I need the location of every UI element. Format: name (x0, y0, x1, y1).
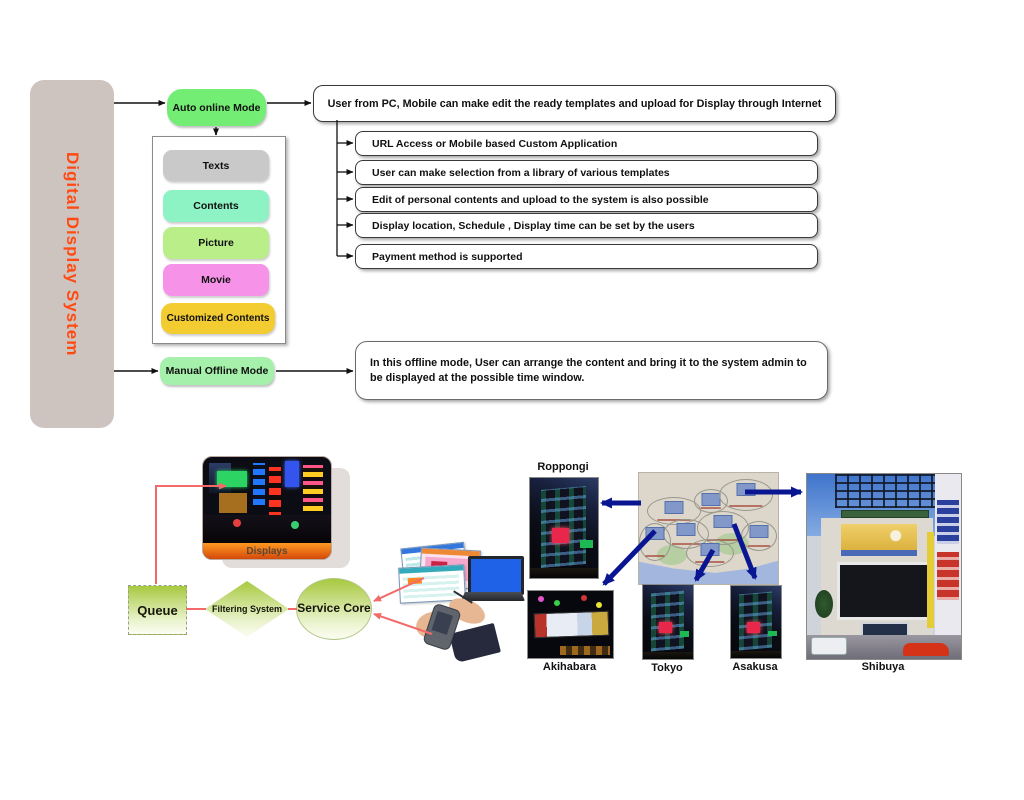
neon-sign-blue2 (285, 461, 299, 487)
zone-label-mark (707, 539, 739, 541)
zone-marker (701, 493, 721, 506)
content-type-contents: Contents (163, 190, 269, 222)
content-type-picture: Picture (163, 227, 269, 259)
tokyo-zone-map (638, 472, 779, 585)
manual-mode-summary-box: In this offline mode, User can arrange t… (355, 341, 828, 400)
bright-billboard (533, 611, 610, 639)
building-facade (540, 486, 586, 568)
zone-label-mark (700, 507, 722, 509)
red-led-screen (551, 528, 570, 543)
zone-marker (736, 483, 756, 496)
zone-label-mark (645, 555, 665, 557)
map-zone (639, 523, 671, 561)
zone-marker (713, 515, 733, 528)
laptop-base (461, 592, 525, 601)
zone-label-mark (695, 561, 725, 563)
red-vertical-sign (937, 552, 959, 600)
street-light-green (291, 521, 299, 529)
displays-photo: Displays (202, 456, 332, 560)
rooftop-scaffold (835, 474, 935, 508)
red-led-screen (747, 622, 760, 633)
zone-marker (749, 525, 769, 538)
neon-sign-green (217, 471, 247, 487)
akihabara-photo (527, 590, 614, 659)
asakusa-label: Asakusa (732, 661, 778, 673)
shibuya-label: Shibuya (861, 661, 905, 673)
auto-online-mode-node: Auto online Mode (167, 89, 266, 126)
digital-display-system-bar: Digital Display System (30, 80, 114, 428)
light-dot-green (553, 600, 560, 607)
zone-marker (645, 527, 665, 540)
yellow-banner (841, 524, 917, 550)
blue-vertical-sign (937, 500, 959, 544)
content-type-customized: Customized Contents (161, 303, 275, 334)
manual-offline-mode-node: Manual Offline Mode (160, 357, 274, 385)
side-signs-column (935, 474, 961, 636)
shibuya-photo (806, 473, 962, 660)
system-title: Digital Display System (63, 151, 82, 357)
tokyo-photo (642, 584, 694, 660)
auto-mode-summary-box: User from PC, Mobile can make edit the r… (313, 85, 836, 122)
street-base (731, 650, 781, 658)
large-display-screen (837, 562, 931, 620)
green-sign (580, 540, 593, 548)
zone-label-mark (671, 543, 701, 545)
filtering-system-node: Filtering System (205, 581, 289, 637)
light-dot-yellow (596, 601, 602, 608)
green-sign (768, 630, 777, 637)
browser-titlebar (399, 565, 464, 574)
green-sign (680, 630, 689, 637)
feature-url-access: URL Access or Mobile based Custom Applic… (355, 131, 818, 156)
neon-sign-mixed (303, 465, 323, 511)
yellow-vertical-sign (927, 532, 934, 628)
tokyo-label: Tokyo (651, 662, 683, 674)
browser-content-orange (407, 577, 422, 585)
suit-sleeve (449, 622, 501, 664)
red-car (903, 643, 949, 656)
roppongi-label: Roppongi (537, 461, 589, 473)
displays-caption: Displays (203, 543, 331, 559)
neon-sign-red (269, 467, 281, 519)
content-type-movie: Movie (163, 264, 269, 296)
street-base (643, 651, 693, 659)
street-light-red (233, 519, 241, 527)
feature-display-schedule: Display location, Schedule , Display tim… (355, 213, 818, 238)
red-led-screen (659, 622, 672, 634)
blue-banner-strip (841, 550, 917, 556)
akihabara-label: Akihabara (542, 661, 597, 673)
neon-sign-amber (219, 493, 247, 513)
content-type-texts: Texts (163, 150, 269, 181)
zone-marker (676, 523, 696, 536)
shop-lights (560, 645, 610, 655)
street-dark (203, 515, 331, 543)
asakusa-photo (730, 585, 782, 659)
zone-label-mark (729, 505, 763, 507)
roppongi-photo (529, 477, 599, 579)
map-zone (719, 479, 773, 511)
feature-personal-contents: Edit of personal contents and upload to … (355, 187, 818, 212)
white-van (811, 637, 847, 655)
service-core-node: Service Core (296, 578, 372, 640)
neon-sign-blue (253, 463, 265, 505)
map-zone (694, 489, 728, 513)
phone-screen (431, 610, 453, 635)
queue-node: Queue (128, 585, 187, 635)
laptop-screen (468, 556, 524, 595)
zone-marker (664, 501, 684, 514)
feature-payment: Payment method is supported (355, 244, 818, 269)
light-dot-red (580, 595, 587, 602)
light-dot-pink (538, 596, 545, 603)
map-zone (741, 521, 777, 551)
tree (815, 590, 833, 618)
zone-marker (700, 543, 720, 556)
zone-label-mark (748, 545, 770, 547)
feature-template-library: User can make selection from a library o… (355, 160, 818, 185)
green-sign-strip (841, 510, 929, 518)
map-zone (686, 539, 734, 567)
street-base (530, 568, 598, 578)
